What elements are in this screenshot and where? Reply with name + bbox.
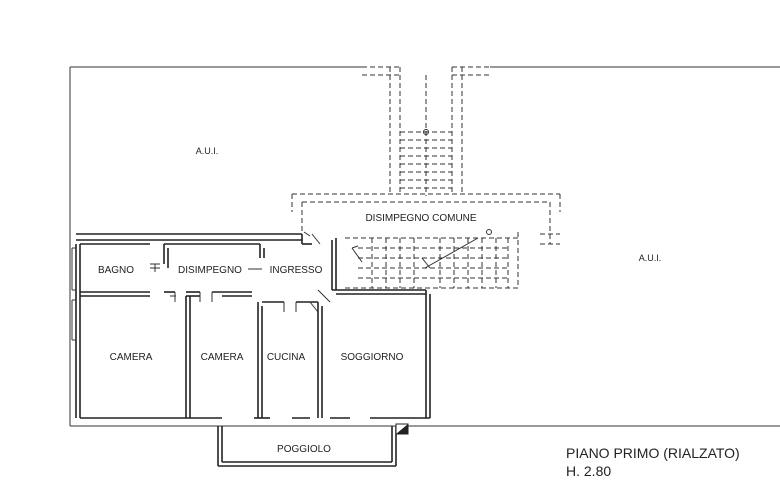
label-aui-left: A.U.I. xyxy=(196,146,219,156)
stair-steps-upper xyxy=(400,75,452,196)
outer-boundary xyxy=(69,66,780,427)
stair-steps-lower xyxy=(345,229,519,289)
balcony xyxy=(217,423,409,467)
label-soggiorno: SOGGIORNO xyxy=(341,352,404,363)
apartment-walls xyxy=(71,231,431,419)
label-bagno: BAGNO xyxy=(98,265,134,276)
room-labels: A.U.I. A.U.I. DISIMPEGNO COMUNE BAGNO DI… xyxy=(98,146,661,455)
label-poggiolo: POGGIOLO xyxy=(277,444,331,455)
plan-height: H. 2.80 xyxy=(566,463,612,479)
label-cucina: CUCINA xyxy=(267,352,306,363)
stair-shaft xyxy=(291,66,561,289)
label-ingresso: INGRESSO xyxy=(270,265,323,276)
plan-title: PIANO PRIMO (RIALZATO) xyxy=(566,445,740,461)
plan-title-block: PIANO PRIMO (RIALZATO) H. 2.80 xyxy=(566,444,740,480)
label-aui-right: A.U.I. xyxy=(639,253,662,263)
label-disimpegno-comune: DISIMPEGNO COMUNE xyxy=(365,213,476,224)
label-camera-1: CAMERA xyxy=(110,352,153,363)
label-disimpegno: DISIMPEGNO xyxy=(178,265,242,276)
label-camera-2: CAMERA xyxy=(201,352,244,363)
